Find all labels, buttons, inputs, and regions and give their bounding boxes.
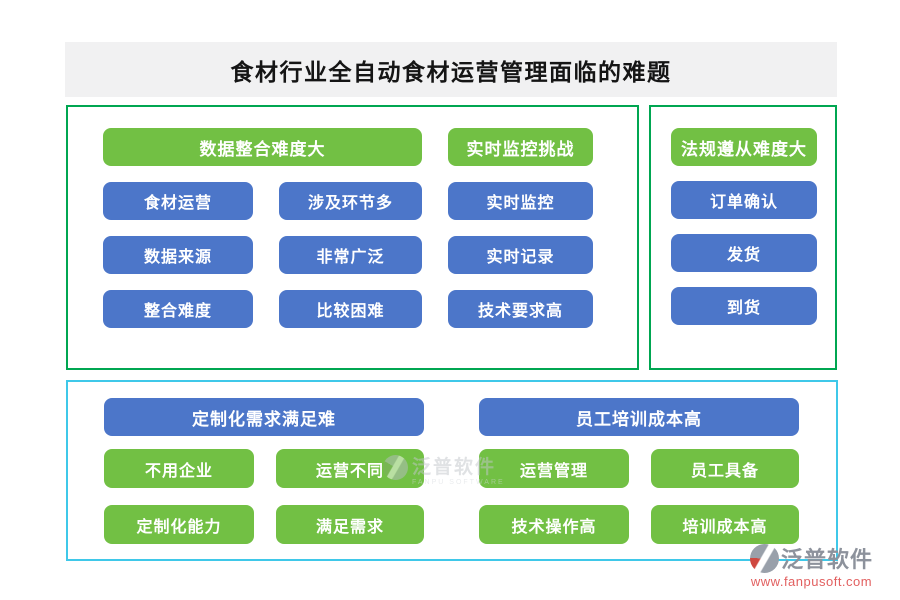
block-item: 培训成本高 <box>651 505 799 544</box>
data-integration-grid: 数据整合难度大 实时监控挑战 食材运营 涉及环节多 实时监控 数据来源 非常广泛… <box>103 128 593 328</box>
block-header-customization: 定制化需求满足难 <box>104 398 424 436</box>
footer-brand-name: 泛普软件 <box>781 547 874 572</box>
group-customization: 定制化需求满足难 不用企业 运营不同 定制化能力 满足需求 <box>104 398 424 544</box>
block-item: 涉及环节多 <box>279 182 422 220</box>
regulation-column: 法规遵从难度大 订单确认 发货 到货 <box>671 128 817 325</box>
block-item: 实时监控 <box>448 182 593 220</box>
block-item: 实时记录 <box>448 236 593 274</box>
panel-regulation: 法规遵从难度大 订单确认 发货 到货 <box>649 105 837 370</box>
page-title: 食材行业全自动食材运营管理面临的难题 <box>230 58 672 85</box>
block-item: 运营管理 <box>479 449 629 488</box>
block-header-realtime-monitoring: 实时监控挑战 <box>448 128 593 166</box>
block-item: 定制化能力 <box>104 505 254 544</box>
block-item: 数据来源 <box>103 236 253 274</box>
customization-grid: 不用企业 运营不同 定制化能力 满足需求 <box>104 449 424 544</box>
block-item: 食材运营 <box>103 182 253 220</box>
fanpu-logo-icon <box>750 543 779 573</box>
group-training: 员工培训成本高 运营管理 员工具备 技术操作高 培训成本高 <box>479 398 799 544</box>
block-item: 订单确认 <box>671 181 817 219</box>
title-band: 食材行业全自动食材运营管理面临的难题 <box>65 42 837 97</box>
footer-brand-url: www.fanpusoft.com <box>750 574 873 589</box>
training-grid: 运营管理 员工具备 技术操作高 培训成本高 <box>479 449 799 544</box>
block-item: 整合难度 <box>103 290 253 328</box>
block-item: 技术要求高 <box>448 290 593 328</box>
footer-brand-row: 泛普软件 <box>750 542 873 574</box>
block-item: 不用企业 <box>104 449 254 488</box>
block-item: 发货 <box>671 234 817 272</box>
block-item: 满足需求 <box>276 505 424 544</box>
block-header-training: 员工培训成本高 <box>479 398 799 436</box>
block-item: 到货 <box>671 287 817 325</box>
panel-customization-training: 定制化需求满足难 不用企业 运营不同 定制化能力 满足需求 员工培训成本高 运营… <box>66 380 838 561</box>
block-item: 运营不同 <box>276 449 424 488</box>
block-item: 比较困难 <box>279 290 422 328</box>
block-header-regulation: 法规遵从难度大 <box>671 128 817 166</box>
footer-brand-logo: 泛普软件 www.fanpusoft.com <box>750 542 873 589</box>
block-header-data-integration: 数据整合难度大 <box>103 128 422 166</box>
block-item: 技术操作高 <box>479 505 629 544</box>
block-item: 员工具备 <box>651 449 799 488</box>
block-item: 非常广泛 <box>279 236 422 274</box>
panel-data-integration: 数据整合难度大 实时监控挑战 食材运营 涉及环节多 实时监控 数据来源 非常广泛… <box>66 105 639 370</box>
